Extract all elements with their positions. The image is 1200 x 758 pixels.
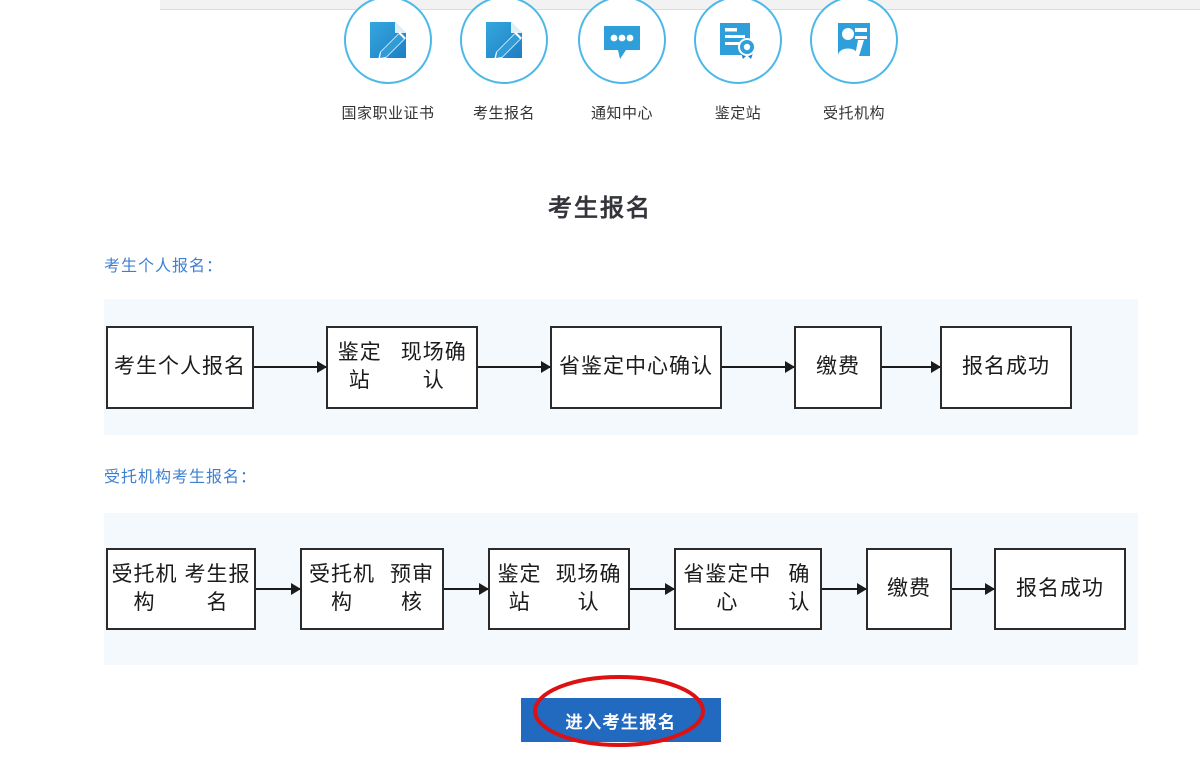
flow-steps-container: 考生个人报名鉴定站现场确认省鉴定中心确认缴费报名成功 xyxy=(104,299,1140,435)
flow-step-label: 缴费 xyxy=(816,354,860,379)
flow-step-label: 报名成功 xyxy=(962,354,1050,379)
top-chrome-bar xyxy=(160,0,1200,10)
nav-item-label: 鉴定站 xyxy=(714,104,762,122)
flow-step-label: 确认 xyxy=(669,354,713,379)
nav-item-label: 受托机构 xyxy=(822,104,885,122)
flow-arrow xyxy=(478,361,551,373)
person-card-icon xyxy=(810,0,898,84)
flow-step-label: 考生报名 xyxy=(184,562,251,614)
nav-item-label: 国家职业证书 xyxy=(341,104,435,122)
flow-step-label: 考生个人 xyxy=(114,354,202,379)
flow-step-box: 缴费 xyxy=(794,325,882,409)
enter-candidate-registration-button[interactable]: 进入考生报名 xyxy=(521,698,721,742)
flow-arrow xyxy=(822,583,867,595)
flow-arrow xyxy=(256,583,301,595)
nav-item-label: 通知中心 xyxy=(590,104,653,122)
certificate-badge-icon xyxy=(694,0,782,84)
flow-step-label: 现场确认 xyxy=(400,340,467,392)
flow-diagram-institution-registration: 受托机构考生报名受托机构预审核鉴定站现场确认省鉴定中心确认缴费报名成功 xyxy=(104,513,1138,665)
flow-step-box: 省鉴定中心确认 xyxy=(550,325,722,409)
flow-step-label: 确认 xyxy=(788,562,811,614)
flow-step-box: 报名成功 xyxy=(994,548,1126,630)
flow-step-box: 省鉴定中心确认 xyxy=(674,548,822,630)
flow-step-label: 省鉴定中心 xyxy=(683,562,772,614)
page-title: 考生报名 xyxy=(548,194,652,222)
nav-item-entrusted-institution[interactable]: 受托机构 xyxy=(802,0,906,123)
flow-arrow xyxy=(630,583,675,595)
nav-item-label: 考生报名 xyxy=(472,104,535,122)
flow-step-label: 鉴定站 xyxy=(337,340,382,392)
nav-icon-row: 国家职业证书 考生报名 通知中心 xyxy=(0,0,1200,140)
flow-step-label: 报名 xyxy=(202,354,246,379)
flow-arrow xyxy=(882,361,941,373)
section-label-personal-registration: 考生个人报名： xyxy=(104,256,224,275)
flow-step-label: 鉴定站 xyxy=(497,562,542,614)
nav-item-assessment-station[interactable]: 鉴定站 xyxy=(686,0,790,123)
flow-step-box: 报名成功 xyxy=(940,325,1072,409)
flow-diagram-personal-registration: 考生个人报名鉴定站现场确认省鉴定中心确认缴费报名成功 xyxy=(104,299,1138,435)
document-pencil-icon xyxy=(460,0,548,84)
flow-step-box: 鉴定站现场确认 xyxy=(488,548,630,630)
nav-item-notification-center[interactable]: 通知中心 xyxy=(570,0,674,123)
section-label-institution-registration: 受托机构考生报名： xyxy=(104,467,258,486)
flow-arrow xyxy=(254,361,327,373)
flow-step-box: 考生个人报名 xyxy=(106,325,254,409)
flow-arrow xyxy=(952,583,995,595)
flow-step-box: 缴费 xyxy=(866,548,952,630)
speech-bubble-icon xyxy=(578,0,666,84)
flow-step-label: 省鉴定中心 xyxy=(559,354,669,379)
flow-step-box: 受托机构预审核 xyxy=(300,548,444,630)
flow-step-label: 预审核 xyxy=(390,562,434,614)
flow-step-label: 受托机构 xyxy=(111,562,178,614)
flow-steps-container: 受托机构考生报名受托机构预审核鉴定站现场确认省鉴定中心确认缴费报名成功 xyxy=(104,513,1140,665)
flow-arrow xyxy=(722,361,795,373)
flow-step-box: 鉴定站现场确认 xyxy=(326,325,478,409)
flow-step-label: 报名成功 xyxy=(1016,576,1104,601)
flow-arrow xyxy=(444,583,489,595)
nav-item-candidate-registration[interactable]: 考生报名 xyxy=(452,0,556,123)
nav-item-national-certificate[interactable]: 国家职业证书 xyxy=(336,0,440,123)
document-pencil-icon xyxy=(344,0,432,84)
flow-step-label: 现场确认 xyxy=(555,562,622,614)
flow-step-box: 受托机构考生报名 xyxy=(106,548,256,630)
flow-step-label: 缴费 xyxy=(887,576,931,601)
flow-step-label: 受托机构 xyxy=(309,562,375,614)
